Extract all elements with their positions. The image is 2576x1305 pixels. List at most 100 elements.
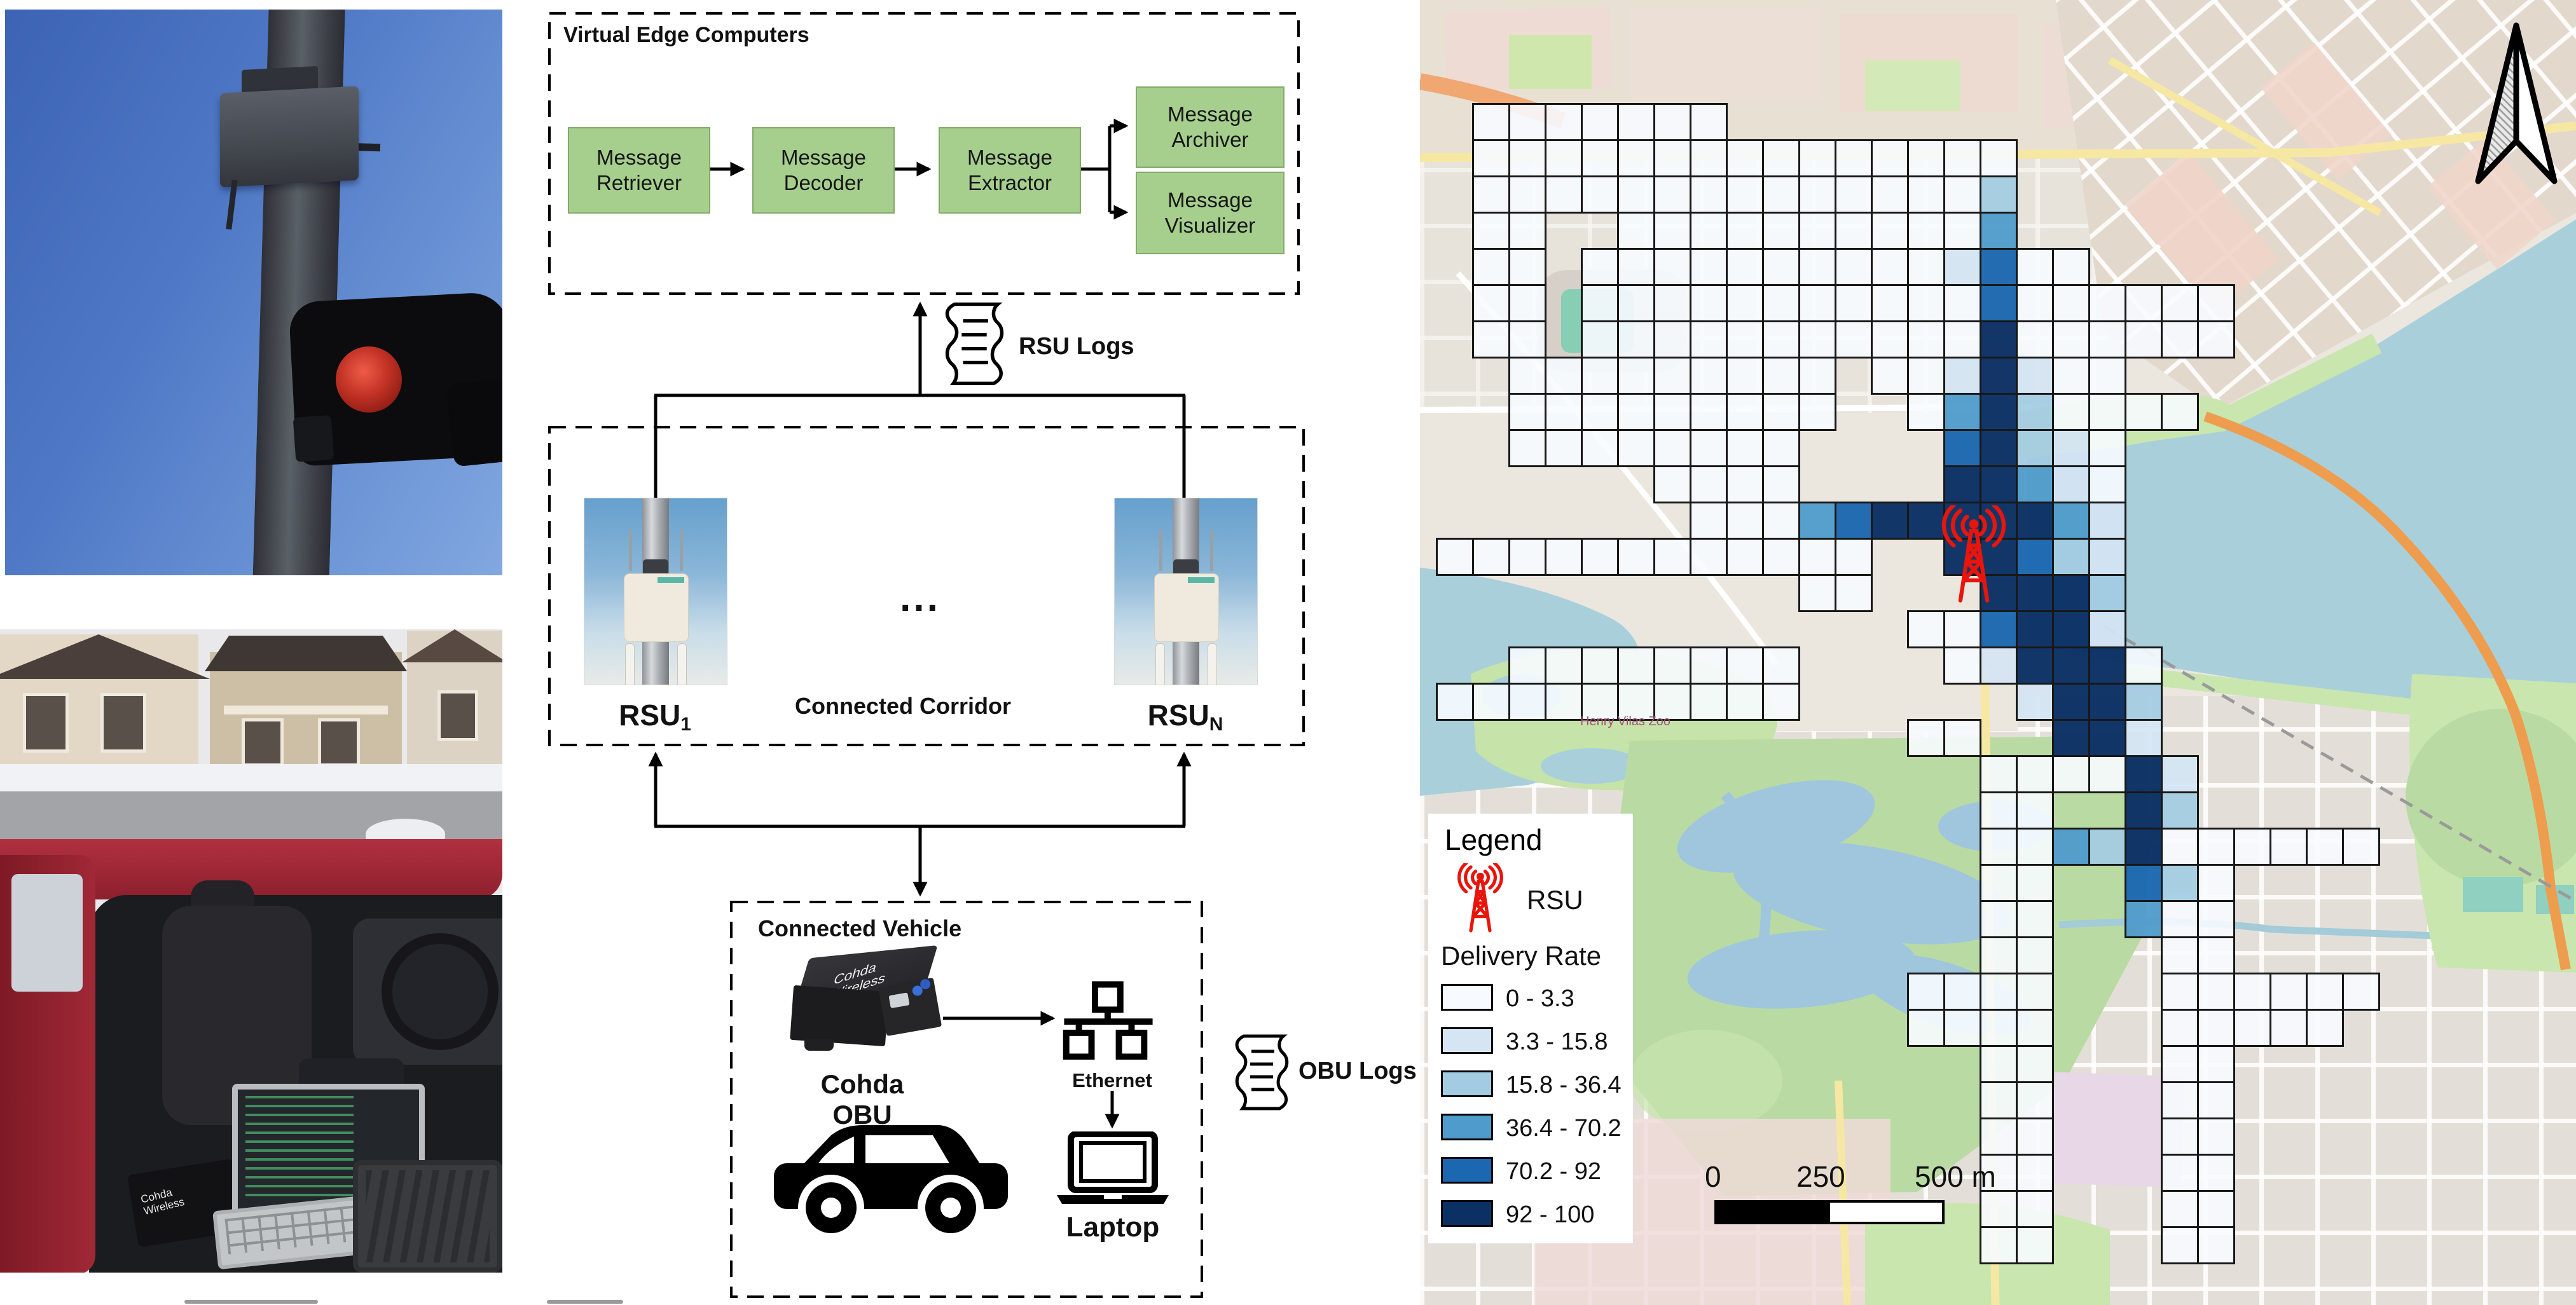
grid-cell: [2197, 864, 2235, 902]
grid-cell: [1690, 429, 1728, 467]
grid-cell: [2016, 1190, 2054, 1228]
grid-cell: [1472, 248, 1510, 286]
rsu-antenna-top: [1159, 530, 1162, 571]
rsun-photo: [1114, 498, 1258, 685]
grid-cell: [2197, 1045, 2235, 1083]
legend-bin-label: 92 - 100: [1506, 1201, 1595, 1228]
grid-cell: [1581, 248, 1619, 286]
grid-cell: [1871, 502, 1909, 540]
grid-cell: [1690, 393, 1728, 431]
grid-cell: [1508, 139, 1546, 177]
grid-cell: [2052, 284, 2090, 322]
rsu-logs-icon: [945, 302, 1004, 385]
rsu-clamp: [1173, 559, 1199, 576]
grid-cell: [1907, 973, 1945, 1011]
grid-cell: [2088, 610, 2126, 648]
grid-cell: [2016, 284, 2054, 322]
grid-cell: [2052, 828, 2090, 866]
grid-cell: [2197, 1154, 2235, 1192]
grid-cell: [1980, 284, 2018, 322]
grid-cell: [1980, 465, 2018, 503]
grid-cell: [1980, 973, 2018, 1011]
grid-cell: [1980, 936, 2018, 974]
grid-cell: [1762, 683, 1800, 721]
grid-cell: [2016, 610, 2054, 648]
grid-cell: [2088, 284, 2126, 322]
grid-cell: [1472, 320, 1510, 359]
grid-cell: [1545, 538, 1583, 576]
grid-cell: [1980, 1009, 2018, 1047]
grid-cell: [1943, 320, 1981, 359]
grid-cell: [1508, 248, 1546, 286]
grid-cell: [2269, 973, 2308, 1011]
grid-cell: [1980, 791, 2018, 830]
rsu-unit: [624, 573, 689, 642]
grid-cell: [2161, 755, 2199, 793]
grid-cell: [2052, 357, 2090, 395]
grid-cell: [1545, 139, 1583, 177]
grid-cell: [2052, 465, 2090, 503]
rsu-antenna-bottom: [625, 643, 635, 685]
grid-cell: [2306, 973, 2344, 1011]
grid-cell: [1545, 357, 1583, 395]
grid-cell: [2125, 755, 2163, 793]
grid-cell: [1726, 683, 1764, 721]
grid-cell: [2342, 973, 2380, 1011]
grid-cell: [1581, 139, 1619, 177]
grid-cell: [1508, 212, 1546, 250]
rsu-antenna-bottom: [1155, 643, 1165, 685]
legend-bin-label: 3.3 - 15.8: [1506, 1028, 1608, 1055]
grid-cell: [2016, 864, 2054, 902]
grid-cell: [1907, 320, 1945, 359]
legend-swatch: [1441, 1200, 1493, 1227]
grid-cell: [1762, 465, 1800, 503]
grid-cell: [2016, 1045, 2054, 1083]
grid-cell: [1690, 465, 1728, 503]
scale-tick-500m: 500 m: [1915, 1160, 1996, 1193]
grid-cell: [1617, 248, 1655, 286]
legend-rsu-label: RSU: [1527, 885, 1583, 915]
virtual-edge-title: Virtual Edge Computers: [563, 23, 809, 47]
corridor-ellipsis: ...: [900, 576, 940, 620]
grid-cell: [2016, 465, 2054, 503]
grid-cell: [2016, 538, 2054, 576]
grid-cell: [1980, 610, 2018, 648]
obu-front-face: [790, 985, 889, 1047]
grid-cell: [1508, 175, 1546, 214]
laptop-icon: [1057, 1131, 1169, 1204]
grid-cell: [1690, 646, 1728, 685]
grid-cell: [1835, 284, 1873, 322]
grid-cell: [1798, 320, 1836, 359]
grid-cell: [2016, 683, 2054, 721]
grid-cell: [1980, 248, 2018, 286]
grid-cell: [2088, 429, 2126, 467]
grid-cell: [1835, 139, 1873, 177]
grid-cell: [2197, 1009, 2235, 1047]
grid-cell: [1690, 139, 1728, 177]
grid-cell: [2016, 791, 2054, 830]
grid-cell: [2052, 574, 2090, 612]
grid-cell: [1980, 1190, 2018, 1228]
grid-cell: [1690, 683, 1728, 721]
house-window: [242, 718, 284, 767]
grid-cell: [1726, 139, 1764, 177]
grid-cell: [1943, 973, 1981, 1011]
grid-cell: [1472, 538, 1510, 576]
pipeline-arrows: [708, 118, 1129, 220]
corridor-title: Connected Corridor: [794, 693, 1011, 719]
grid-cell: [1581, 538, 1619, 576]
balcony-rail: [224, 706, 388, 714]
grid-cell: [1690, 175, 1728, 214]
grid-cell: [1907, 610, 1945, 648]
grid-cell: [1690, 502, 1728, 540]
grid-cell: [1545, 175, 1583, 214]
scale-bar-fill: [1717, 1203, 1830, 1222]
grid-cell: [2161, 284, 2199, 322]
grid-cell: [1943, 465, 1981, 503]
grid-cell: [2125, 284, 2163, 322]
grid-cell: [1762, 248, 1800, 286]
grid-cell: [1436, 538, 1474, 576]
grid-cell: [2016, 1081, 2054, 1119]
grid-cell: [1653, 175, 1691, 214]
grid-cell: [1980, 357, 2018, 395]
